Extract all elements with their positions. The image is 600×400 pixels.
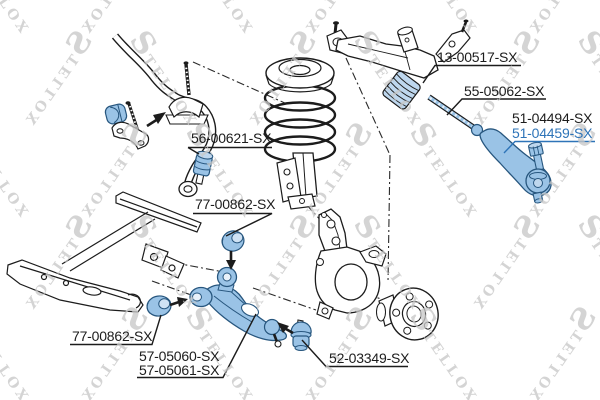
assembly-arrows [146,112,294,335]
ball-joint [290,319,312,351]
part-label-control-arm-b: 57-05061-SX [139,362,220,378]
arrow-bushing-down [226,251,236,270]
stabilizer-bar [104,33,217,198]
tie-rod-end [479,128,552,204]
part-label-tie-rod-end-highlighted[interactable]: 51-04459-SX [512,125,593,141]
label-leader-lines [70,64,595,379]
subframe-crossmember [6,191,202,313]
strut-coil-spring [263,57,337,210]
control-arm [189,266,288,348]
rack-boot [382,70,421,110]
arm-bushing-front [146,295,172,317]
part-label-tie-rod-end-alt: 51-04494-SX [512,110,593,126]
steering-knuckle [314,208,387,320]
arrow-stabilizer-bushing [146,112,166,128]
wheel-hub [376,287,439,341]
part-label-inner-tie-rod: 55-05062-SX [464,83,545,99]
steering-rack [326,19,552,204]
part-label-rack-boot: 13-00517-SX [437,49,518,65]
part-label-arm-bush-top: 77-00862-SX [195,196,276,212]
inner-tie-rod [427,94,484,137]
stabilizer-link-bushing [192,150,214,185]
part-label-ball-joint: 52-03349-SX [329,350,410,366]
part-label-control-arm-a: 57-05060-SX [139,348,220,364]
arrow-ball-joint [277,322,294,335]
stabilizer-clamp-bolt [183,61,191,96]
part-label-arm-bush-front: 77-00862-SX [72,328,153,344]
part-label-stabilizer-link-bush: 56-00621-SX [191,130,272,146]
stabilizer-bushing [104,103,128,125]
arrow-bushing-right [169,297,188,307]
stabilizer-bracket-bolt [125,101,140,132]
